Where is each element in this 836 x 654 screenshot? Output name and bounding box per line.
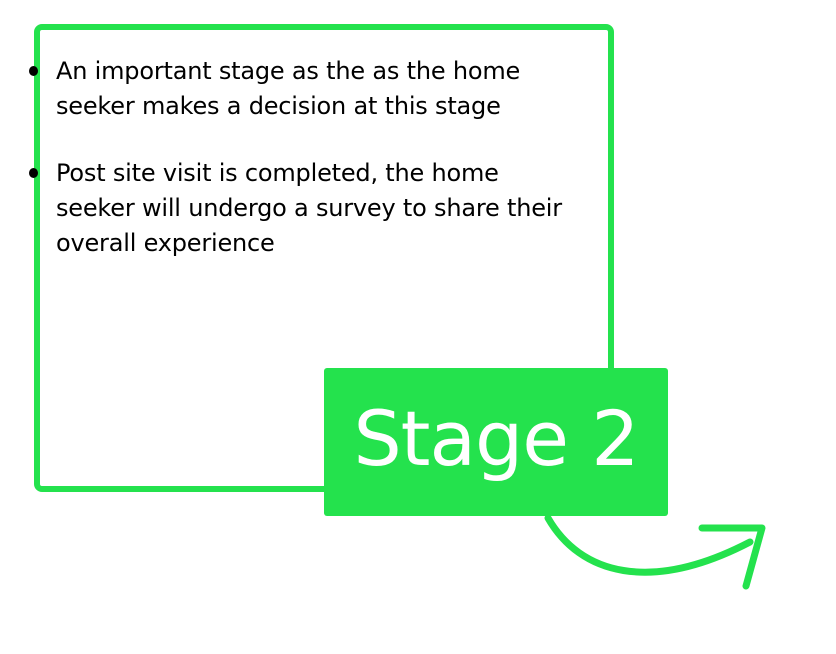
bullet-item-2: Post site visit is completed, the home s… bbox=[29, 156, 576, 261]
bullet-item-1: An important stage as the as the home se… bbox=[29, 54, 576, 124]
bullet-dot-icon bbox=[29, 66, 38, 76]
bullet-dot-icon bbox=[29, 168, 38, 178]
bullet-text: Post site visit is completed, the home s… bbox=[56, 159, 562, 257]
bullet-list: An important stage as the as the home se… bbox=[29, 54, 576, 293]
stage-label: Stage 2 bbox=[353, 394, 639, 483]
stage-banner: Stage 2 bbox=[324, 368, 668, 516]
bullet-text: An important stage as the as the home se… bbox=[56, 57, 521, 120]
curved-arrow-right-icon bbox=[544, 514, 766, 590]
